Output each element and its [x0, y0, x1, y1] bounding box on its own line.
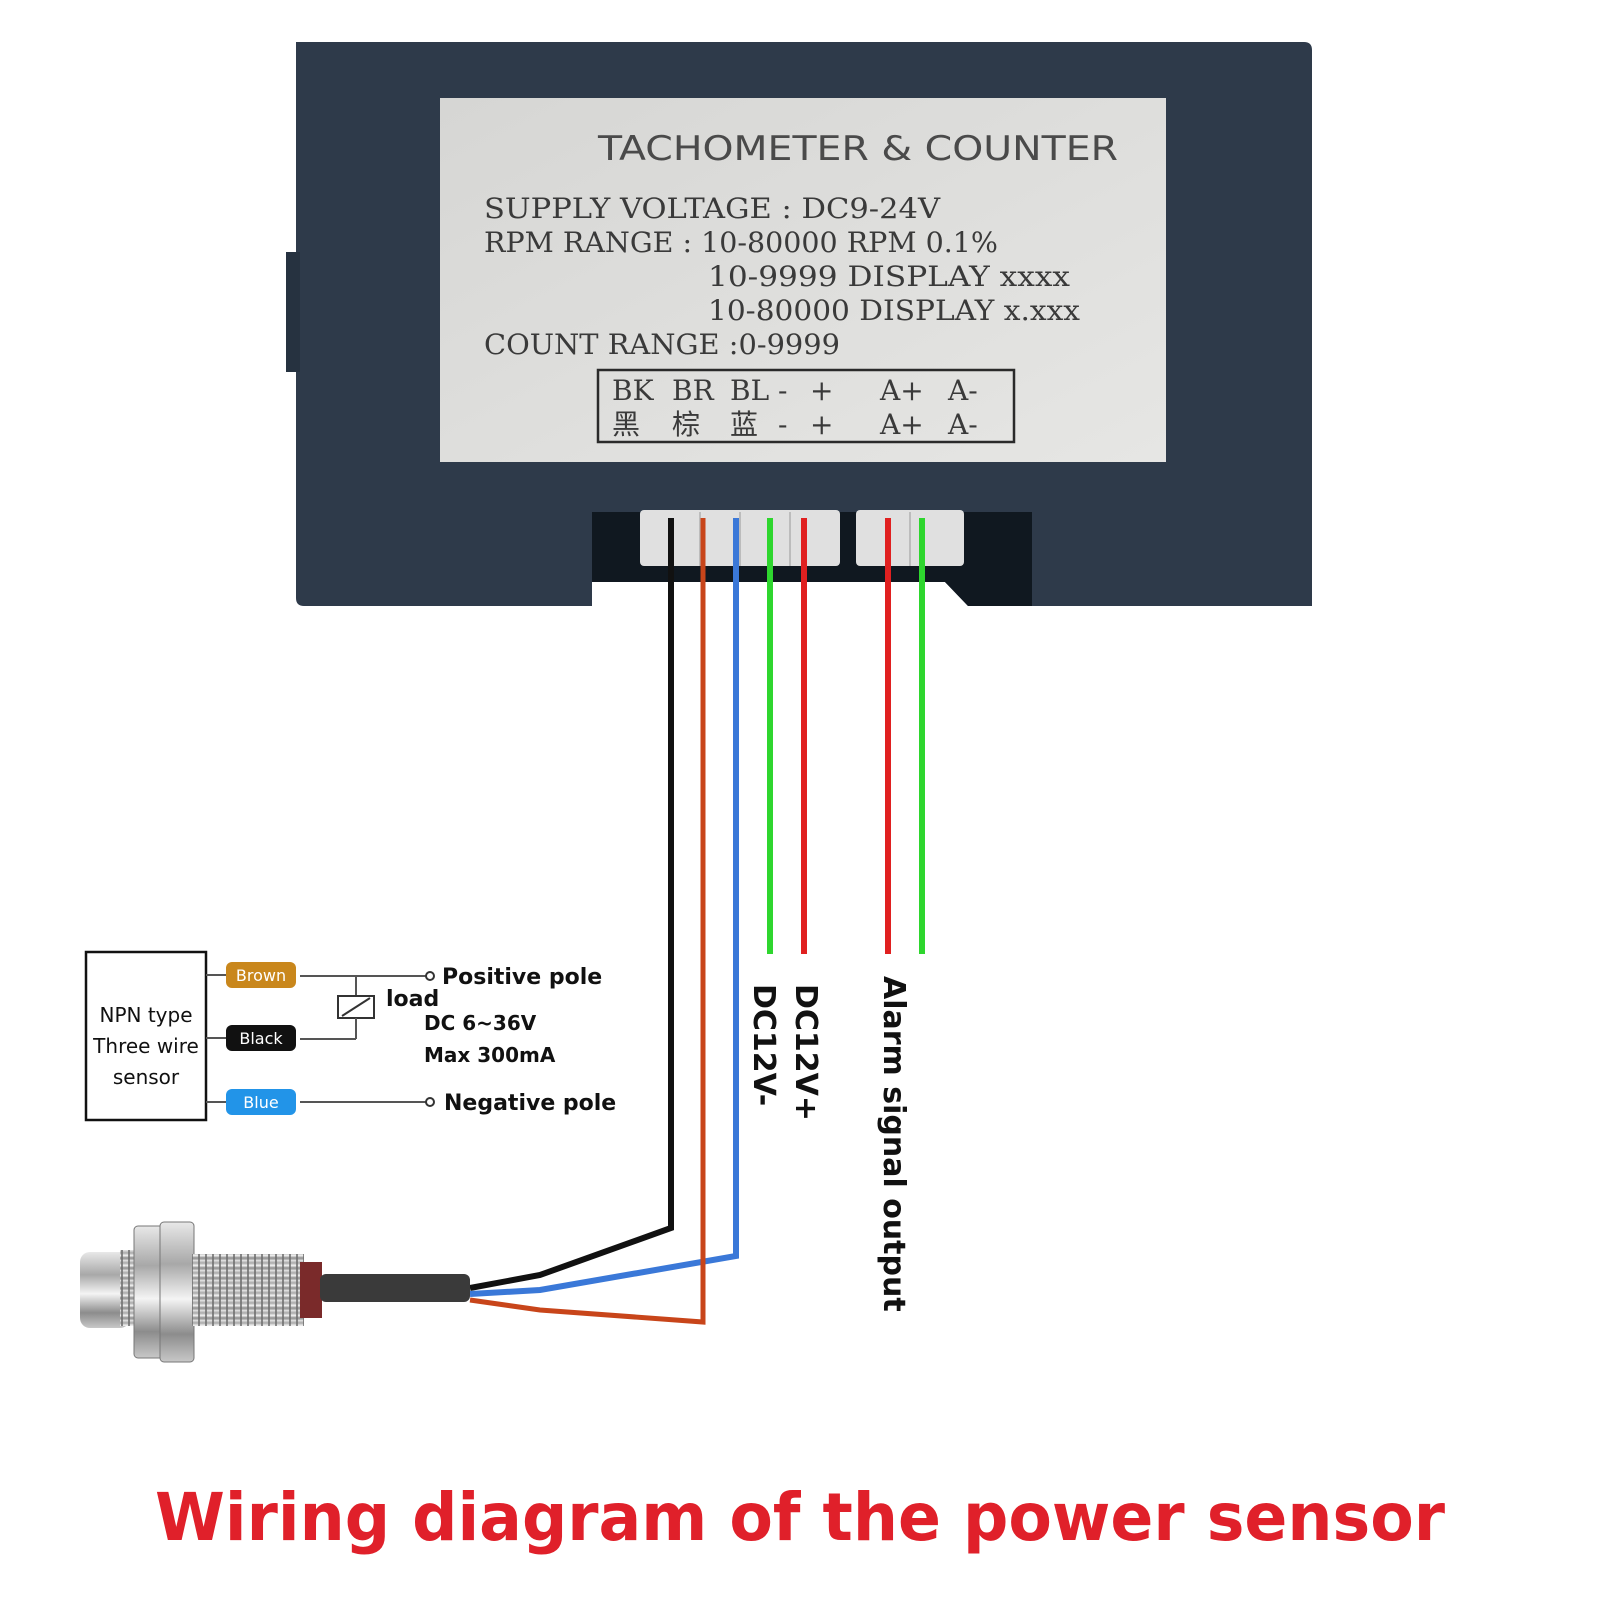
- terminal-labels-en: BK BR BL-+ A+ A-: [612, 374, 978, 407]
- terminal-label-en-4: +: [810, 374, 833, 407]
- load-current-label: Max 300mA: [424, 1043, 556, 1067]
- device-label-plate: TACHOMETER & COUNTER SUPPLY VOLTAGE : DC…: [440, 98, 1166, 462]
- wires: [469, 518, 925, 1325]
- npn-sensor-schematic: NPN type Three wire sensor Brown Black B…: [84, 950, 616, 1122]
- terminal-label-en-5: A+: [879, 374, 924, 407]
- label-dc12v-positive: DC12V+: [788, 984, 823, 1121]
- tag-brown-label: Brown: [236, 966, 286, 985]
- terminal-label-cn-6: A-: [947, 408, 978, 441]
- device-title: TACHOMETER & COUNTER: [597, 129, 1118, 169]
- terminal-label-en-3: -: [778, 374, 787, 407]
- sensor-box-line-1: NPN type: [99, 1003, 192, 1027]
- terminal-label-en-0: BK: [612, 374, 655, 407]
- negative-pole-terminal: [425, 1097, 435, 1107]
- sensor-box-line-3: sensor: [113, 1065, 180, 1089]
- terminal-label-cn-2: 蓝: [730, 408, 758, 441]
- terminal-label-cn-5: A+: [879, 408, 924, 441]
- spec-count-range: COUNT RANGE :0-9999: [484, 328, 840, 361]
- sensor-box: [84, 950, 208, 1122]
- wire-black: [469, 518, 674, 1291]
- negative-pole-label: Negative pole: [444, 1091, 616, 1116]
- tag-blue: [226, 1089, 296, 1115]
- tag-blue-label: Blue: [243, 1093, 278, 1112]
- proximity-sensor-icon: [80, 1221, 470, 1363]
- terminal-label-cn-1: 棕: [672, 408, 700, 441]
- tag-brown: [226, 962, 296, 988]
- diagram-caption: Wiring diagram of the power sensor: [155, 1479, 1445, 1556]
- terminal-labels-cn: 黑棕蓝-+ A+ A-: [612, 408, 978, 441]
- label-dc12v-negative: DC12V-: [746, 984, 781, 1106]
- terminal-label-box: [596, 368, 1016, 444]
- terminal-label-cn-0: 黑: [612, 408, 640, 441]
- terminal-label-en-1: BR: [672, 374, 715, 407]
- terminal-label-en-6: A-: [947, 374, 978, 407]
- tag-black-label: Black: [239, 1029, 283, 1048]
- spec-rpm-range: RPM RANGE : 10-80000 RPM 0.1%: [484, 226, 998, 259]
- terminal-label-en-2: BL: [730, 374, 769, 407]
- terminal-label-cn-3: -: [778, 408, 787, 441]
- positive-pole-terminal: [425, 971, 435, 981]
- sensor-box-line-2: Three wire: [92, 1034, 199, 1058]
- spec-rpm-display-1: 10-9999 DISPLAY xxxx: [708, 260, 1070, 293]
- wire-brown: [469, 518, 706, 1325]
- terminal-label-cn-4: +: [810, 408, 833, 441]
- positive-pole-label: Positive pole: [442, 965, 602, 990]
- wire-blue: [469, 518, 739, 1297]
- load-label: load: [386, 987, 439, 1012]
- tag-black: [226, 1025, 296, 1051]
- spec-rpm-display-2: 10-80000 DISPLAY x.xxx: [708, 294, 1080, 327]
- label-alarm-signal-output: Alarm signal output: [876, 976, 911, 1312]
- spec-supply-voltage: SUPPLY VOLTAGE : DC9-24V: [484, 192, 941, 225]
- load-voltage-label: DC 6~36V: [424, 1011, 537, 1035]
